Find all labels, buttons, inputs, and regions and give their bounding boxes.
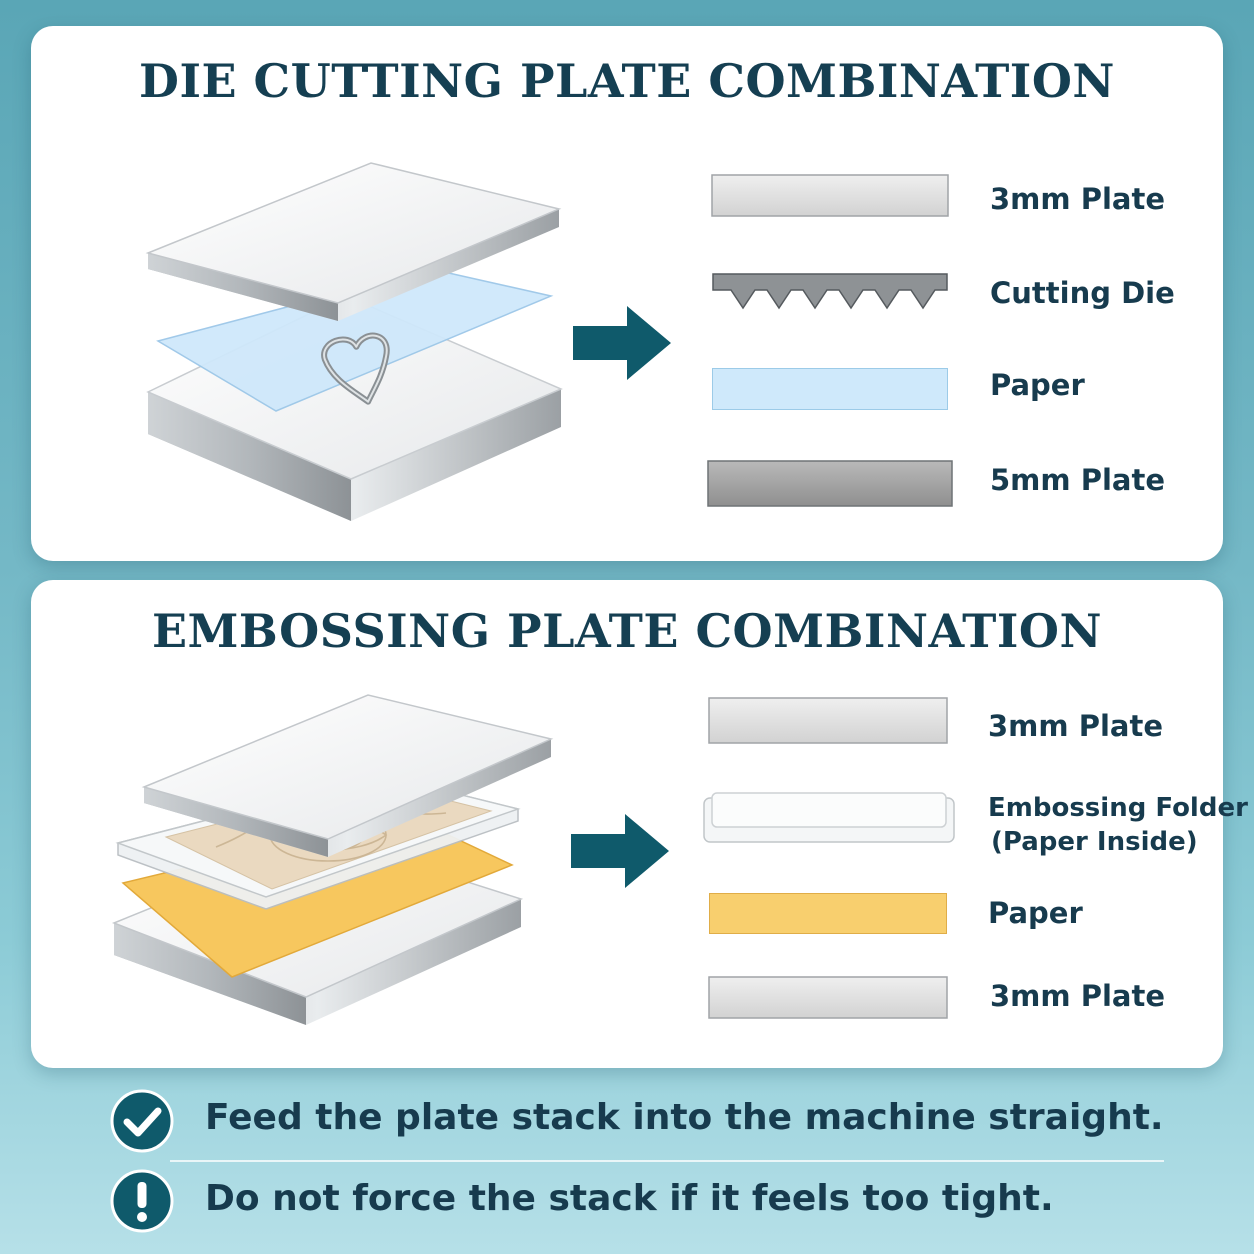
cutting-die-swatch — [712, 273, 948, 310]
plate-swatch — [711, 174, 949, 217]
plate-swatch — [708, 976, 948, 1019]
legend-label-3mm-plate-top: 3mm Plate — [988, 709, 1164, 743]
paper-swatch — [712, 368, 948, 410]
tip-text-feed-straight: Feed the plate stack into the machine st… — [205, 1097, 1164, 1138]
right-arrow-icon — [571, 814, 669, 888]
embossing-stack-illustration — [111, 694, 554, 1025]
plate-swatch — [708, 697, 948, 744]
legend-label-embossing-folder: Embossing Folder — [988, 793, 1248, 823]
legend-label-cutting-die: Cutting Die — [990, 276, 1175, 310]
die-cutting-panel: DIE CUTTING PLATE COMBINATION — [31, 26, 1223, 561]
legend-label-5mm-plate: 5mm Plate — [990, 463, 1166, 497]
paper-swatch — [709, 893, 947, 934]
legend-label-paper: Paper — [990, 368, 1085, 402]
right-arrow-icon — [573, 306, 671, 380]
embossing-folder-swatch — [703, 792, 955, 843]
plate-swatch — [707, 460, 953, 507]
check-icon — [110, 1089, 174, 1153]
embossing-title: EMBOSSING PLATE COMBINATION — [151, 604, 1103, 658]
legend-label-paper: Paper — [988, 896, 1083, 930]
die-cutting-title: DIE CUTTING PLATE COMBINATION — [139, 54, 1115, 108]
legend-label-3mm-plate-bottom: 3mm Plate — [990, 979, 1166, 1013]
tip-text-do-not-force: Do not force the stack if it feels too t… — [205, 1178, 1054, 1219]
embossing-panel: EMBOSSING PLATE COMBINATION — [31, 580, 1248, 1068]
tips-section: Feed the plate stack into the machine st… — [0, 1080, 1254, 1254]
legend-label-paper-inside: (Paper Inside) — [991, 827, 1198, 857]
exclamation-icon — [110, 1169, 174, 1233]
tips-divider — [170, 1160, 1164, 1162]
die-cutting-stack-illustration — [145, 162, 563, 521]
legend-label-3mm-plate: 3mm Plate — [990, 182, 1166, 216]
